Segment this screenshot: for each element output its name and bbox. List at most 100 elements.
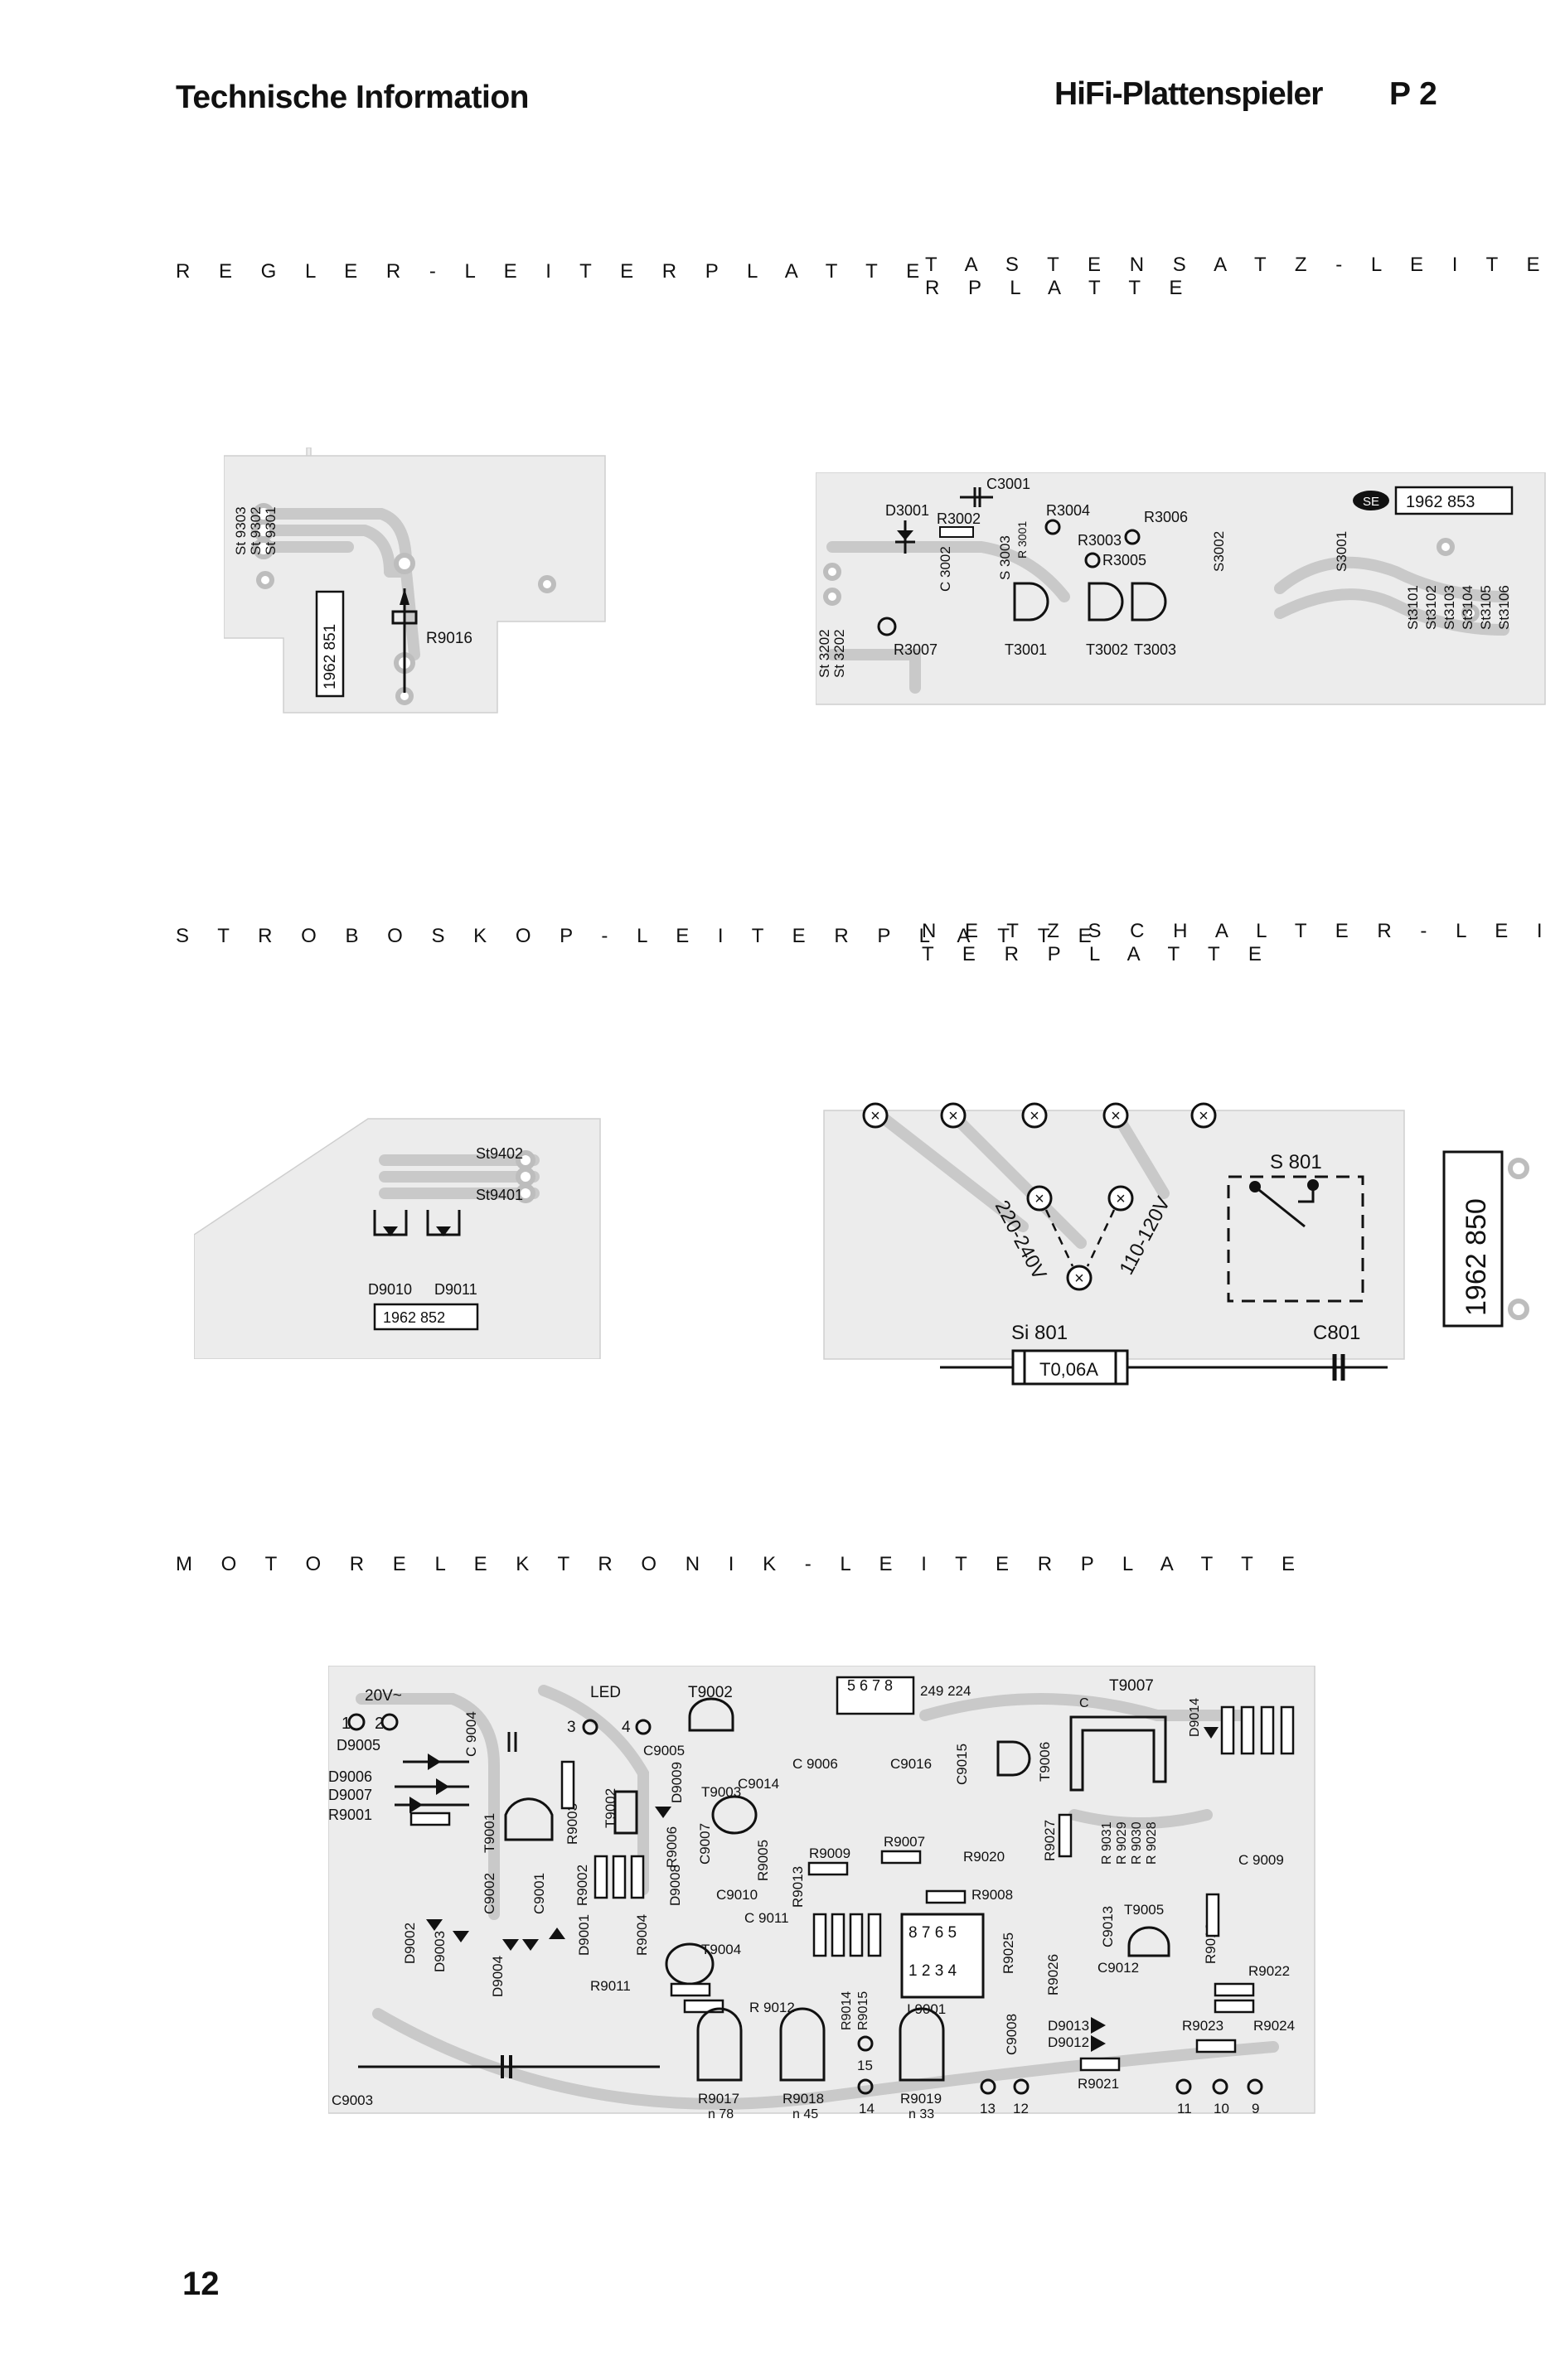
tastensatz-c3002: C 3002 [938, 546, 953, 592]
motor-terminal-10: 10 [1214, 2101, 1229, 2116]
header-left-title: Technische Information [176, 80, 530, 115]
motor-r9026: R9026 [1045, 1954, 1061, 1995]
tastensatz-st3202a: St 3202 [816, 629, 832, 678]
motor-c9013: C9013 [1100, 1906, 1116, 1947]
netz-fuse-value: T0,06A [1039, 1359, 1098, 1380]
motor-r9027: R9027 [1042, 1820, 1058, 1861]
motor-c9006: C 9006 [792, 1756, 838, 1772]
motor-r9006: R9006 [664, 1826, 680, 1868]
motor-r9025: R9025 [1001, 1933, 1016, 1974]
tastensatz-st3103: St3103 [1441, 585, 1457, 630]
motor-r9004: R9004 [634, 1914, 650, 1956]
motor-pin-15: 15 [857, 2058, 873, 2073]
motor-c9015: C9015 [954, 1744, 970, 1785]
regler-connector-st9301: St 9301 [263, 506, 279, 555]
strobo-part-number: 1962 852 [383, 1309, 445, 1326]
motor-d9012: D9012 [1048, 2034, 1089, 2050]
netz-fuse-label: Si 801 [1011, 1322, 1068, 1344]
tastensatz-d3001: D3001 [885, 502, 929, 519]
motor-ic-pins-top: 5 6 7 8 [847, 1677, 893, 1694]
motor-ic-pins-lower: 1 2 3 4 [908, 1962, 957, 1980]
svg-text:×: × [1074, 1270, 1084, 1288]
netz-part-number: 1962 850 [1461, 1198, 1492, 1316]
motor-c9002: C9002 [482, 1873, 497, 1914]
tastensatz-s3002: S3002 [1211, 531, 1227, 572]
tastensatz-logo: SE [1353, 491, 1389, 510]
netz-mains-pads: × × × × × × × × [862, 1102, 1217, 1291]
motor-r9001: R9001 [328, 1807, 372, 1823]
tastensatz-r3005: R3005 [1102, 552, 1146, 568]
motor-r9017: R9017 [698, 2091, 739, 2107]
motor-terminal-13: 13 [980, 2101, 996, 2116]
tastensatz-s3003: S 3003 [997, 535, 1013, 580]
tastensatz-r3001: R 3001 [1015, 521, 1029, 559]
svg-text:×: × [1030, 1107, 1039, 1125]
motorelektronik-board: 20V~ 1 2 D9005 D9006 D9007 R9001 C 9004 … [328, 1666, 1315, 2121]
svg-text:×: × [1199, 1107, 1209, 1125]
motor-d9005: D9005 [337, 1737, 380, 1754]
header-model: P 2 [1389, 76, 1437, 112]
motor-t9007: T9007 [1109, 1677, 1154, 1695]
motor-r9012: R 9012 [749, 2000, 795, 2015]
tastensatz-st3105: St3105 [1478, 585, 1494, 630]
tastensatz-st3106: St3106 [1496, 585, 1512, 630]
motor-r9008: R9008 [971, 1887, 1013, 1903]
motor-terminal-12: 12 [1013, 2101, 1029, 2116]
tastensatz-st3104: St3104 [1460, 585, 1475, 630]
regler-board: St 9303 St 9302 St 9301 R9016 1962 851 [224, 447, 606, 714]
motor-t9004: T9004 [701, 1942, 741, 1957]
motor-terminal-2: 2 [375, 1715, 384, 1733]
motor-c9008: C9008 [1004, 2014, 1020, 2055]
motor-r9018: R9018 [782, 2091, 824, 2107]
motor-r9019-n: n 33 [908, 2107, 934, 2121]
tastensatz-t3001: T3001 [1005, 641, 1047, 658]
tastensatz-r3007: R3007 [894, 641, 938, 658]
motor-r9020: R9020 [963, 1849, 1005, 1865]
regler-r9016-label: R9016 [426, 630, 472, 647]
regler-connector-st9302: St 9302 [248, 506, 264, 555]
stroboskop-board: St9402 St9401 D9010 D9011 1962 852 [194, 1118, 601, 1359]
tastensatz-st3202b: St 3202 [831, 629, 847, 678]
motor-d9007: D9007 [328, 1787, 372, 1803]
motor-c9004: C 9004 [463, 1711, 479, 1757]
netzschalter-title: N E T Z S C H A L T E R - L E I T E R P … [922, 920, 1554, 965]
tastensatz-st3101: St3101 [1405, 585, 1421, 630]
netzschalter-board: × × × × × × × × 220-240V 110-120V S 801 … [823, 1102, 1529, 1386]
motor-r9017-n: n 78 [708, 2107, 734, 2121]
motor-c9007: C9007 [697, 1823, 713, 1865]
motor-r9005: R9005 [755, 1840, 771, 1881]
motor-ic-partno: 249 224 [920, 1683, 971, 1699]
motor-led-pin4: 4 [622, 1719, 631, 1736]
strobo-d9010: D9010 [368, 1281, 412, 1298]
netz-c801-label: C801 [1313, 1322, 1360, 1344]
motor-r9015: R9015 [856, 1991, 870, 2030]
motor-r9028: R 9028 [1145, 1821, 1159, 1865]
tastensatz-c3001: C3001 [986, 476, 1030, 492]
motor-d9013: D9013 [1048, 2018, 1089, 2034]
motor-d9002: D9002 [402, 1923, 418, 1964]
motor-r9011: R9011 [590, 1978, 631, 1994]
strobo-st9402: St9402 [476, 1145, 523, 1162]
tastensatz-r3004: R3004 [1046, 502, 1090, 519]
motor-c9011: C 9011 [744, 1910, 789, 1926]
svg-text:×: × [870, 1107, 880, 1125]
page-number: 12 [182, 2266, 220, 2302]
motor-r9009: R9009 [809, 1845, 850, 1861]
motor-r9021: R9021 [1078, 2076, 1119, 2092]
tastensatz-title: T A S T E N S A T Z - L E I T E R P L A … [925, 254, 1552, 299]
svg-text:×: × [1116, 1190, 1126, 1208]
motor-r9019: R9019 [900, 2091, 942, 2107]
motor-terminal-11: 11 [1177, 2101, 1192, 2116]
motor-c9014: C9014 [738, 1776, 779, 1792]
motor-r9014: R9014 [840, 1991, 854, 2030]
tastensatz-s3001: S3001 [1334, 531, 1349, 572]
tastensatz-part-number: 1962 853 [1406, 493, 1475, 511]
strobo-st9401: St9401 [476, 1187, 523, 1203]
svg-text:SE: SE [1363, 495, 1379, 509]
motor-r9022: R9022 [1248, 1963, 1290, 1979]
motor-t9002: T9002 [688, 1684, 733, 1701]
motor-c9009: C 9009 [1238, 1852, 1284, 1868]
motor-c9010: C9010 [716, 1887, 758, 1903]
stroboskop-title: S T R O B O S K O P - L E I T E R P L A … [176, 925, 1103, 947]
motor-d9001: D9001 [576, 1914, 592, 1956]
